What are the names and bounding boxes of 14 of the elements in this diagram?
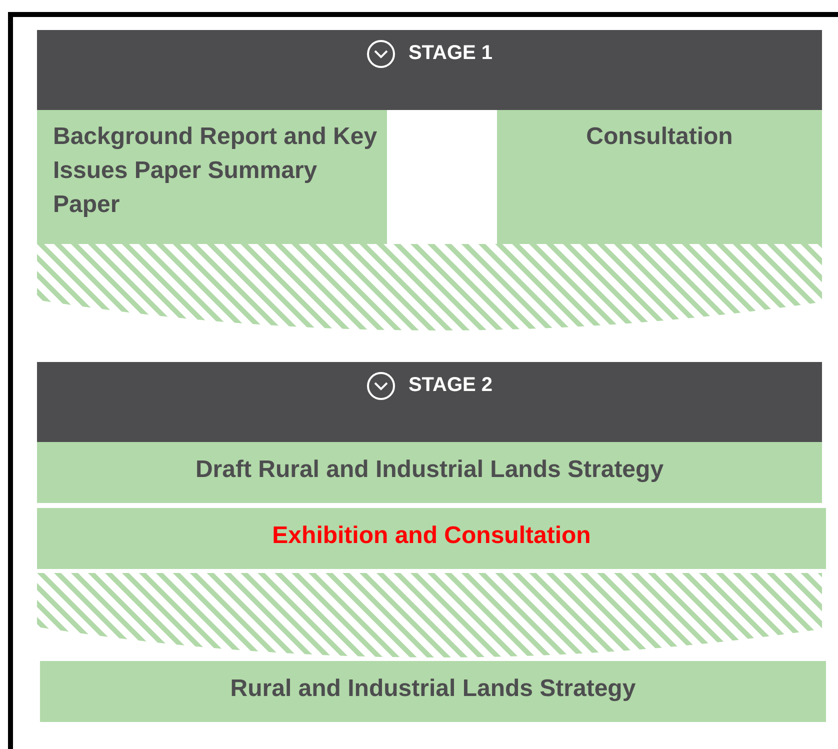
task-box xyxy=(497,110,822,244)
task-box xyxy=(40,661,826,722)
task-label: Draft Rural and Industrial Lands Strategy xyxy=(194,456,665,484)
stage-title: STAGE 2 xyxy=(408,374,493,397)
task-label: Exhibition and Consultation xyxy=(271,522,592,550)
task-box xyxy=(37,508,826,569)
task-box xyxy=(37,442,822,503)
stage-header-bar xyxy=(37,362,822,442)
task-label: Background Report and Key Issues Paper Summary Paper xyxy=(53,122,378,220)
task-label: Consultation xyxy=(585,123,734,151)
task-label: Rural and Industrial Lands Strategy xyxy=(229,675,637,703)
stage-title: STAGE 1 xyxy=(408,42,493,65)
stage-header-bar xyxy=(37,30,822,110)
task-box xyxy=(37,110,387,244)
